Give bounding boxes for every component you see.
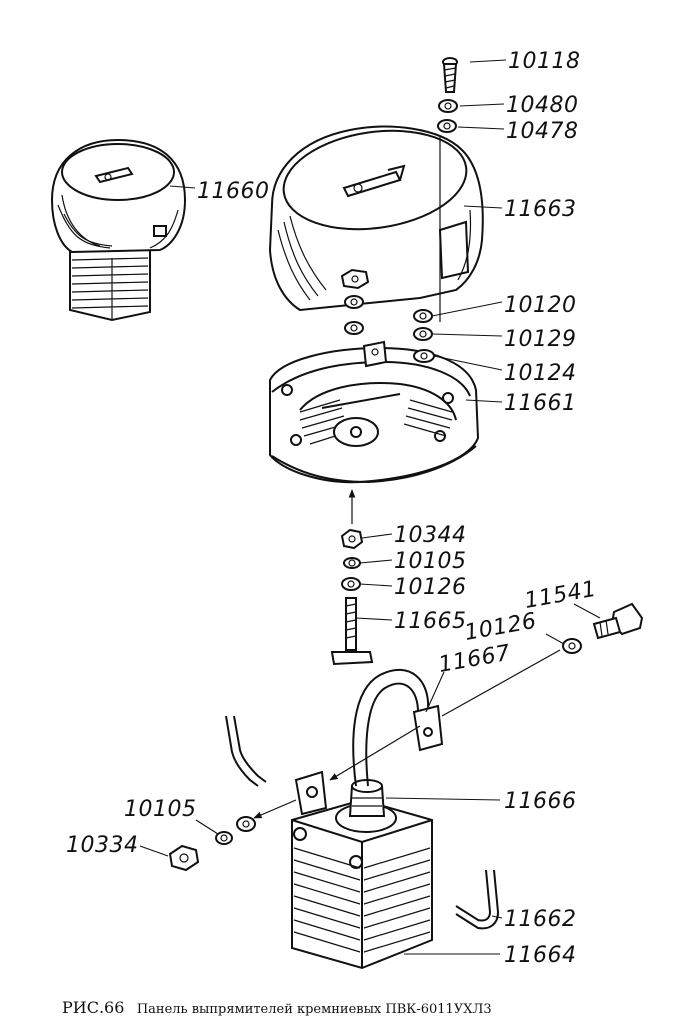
label-10120: 10120: [504, 293, 577, 318]
part-11661-base-panel: [269, 340, 480, 484]
label-11663: 11663: [504, 197, 577, 222]
label-10105-left: 10105: [124, 797, 197, 822]
part-10118-screw: [442, 57, 458, 93]
part-10105-lock-washer-left: [215, 831, 233, 845]
figure-number: РИС.66: [62, 998, 125, 1017]
label-10126-right: 10126: [463, 609, 539, 646]
label-11667: 11667: [437, 641, 513, 678]
label-11660: 11660: [197, 179, 270, 204]
part-10478-washer: [437, 119, 457, 133]
label-10344: 10344: [394, 523, 467, 548]
part-11663-large-cover: [268, 125, 484, 312]
assembly-arrow-11541: [329, 725, 421, 781]
label-11664: 11664: [504, 943, 577, 968]
part-10105-lock-washer-top: [343, 557, 361, 569]
small-radiator-fins: [69, 249, 151, 322]
washer-left: [236, 816, 256, 832]
part-10344-nut: [340, 528, 364, 550]
label-10124: 10124: [504, 361, 577, 386]
part-10334-nut: [168, 844, 200, 872]
part-11660-small-cover-assembly: [50, 138, 187, 322]
part-11541-bolt: [592, 602, 644, 640]
base-panel-hatching: [299, 399, 453, 445]
label-10334: 10334: [66, 833, 139, 858]
part-10126-washer-right: [562, 638, 582, 654]
label-10129: 10129: [504, 327, 577, 352]
wire-lead-left: [225, 715, 267, 787]
figure-caption: РИС.66 Панель выпрямителей кремниевых ПВ…: [62, 998, 492, 1017]
part-11665-bolt: [330, 597, 374, 666]
part-11667-flexible-bus: [352, 669, 444, 787]
part-11662-wire-lead-right: [455, 869, 500, 930]
washers-right-stack: [413, 309, 435, 363]
label-11662: 11662: [504, 907, 577, 932]
leader-lines: [139, 59, 601, 955]
assembly-line-11541: [441, 649, 561, 717]
label-10478: 10478: [506, 119, 579, 144]
label-11666: 11666: [504, 789, 577, 814]
label-11661: 11661: [504, 391, 577, 416]
washers-left-stack: [344, 295, 364, 335]
label-11665: 11665: [394, 609, 467, 634]
label-10118: 10118: [508, 49, 581, 74]
assembly-arrow-left: [253, 799, 297, 819]
label-10126-top: 10126: [394, 575, 467, 600]
figure-title: Панель выпрямителей кремниевых ПВК-6011У…: [136, 1002, 492, 1017]
part-10480-washer: [438, 99, 458, 113]
radiator-fins-left: [293, 847, 361, 953]
part-10126-washer-top: [341, 577, 361, 591]
radiator-fins-right: [363, 847, 431, 953]
label-11541: 11541: [523, 577, 599, 614]
label-10105-top: 10105: [394, 549, 467, 574]
label-10480: 10480: [506, 93, 579, 118]
